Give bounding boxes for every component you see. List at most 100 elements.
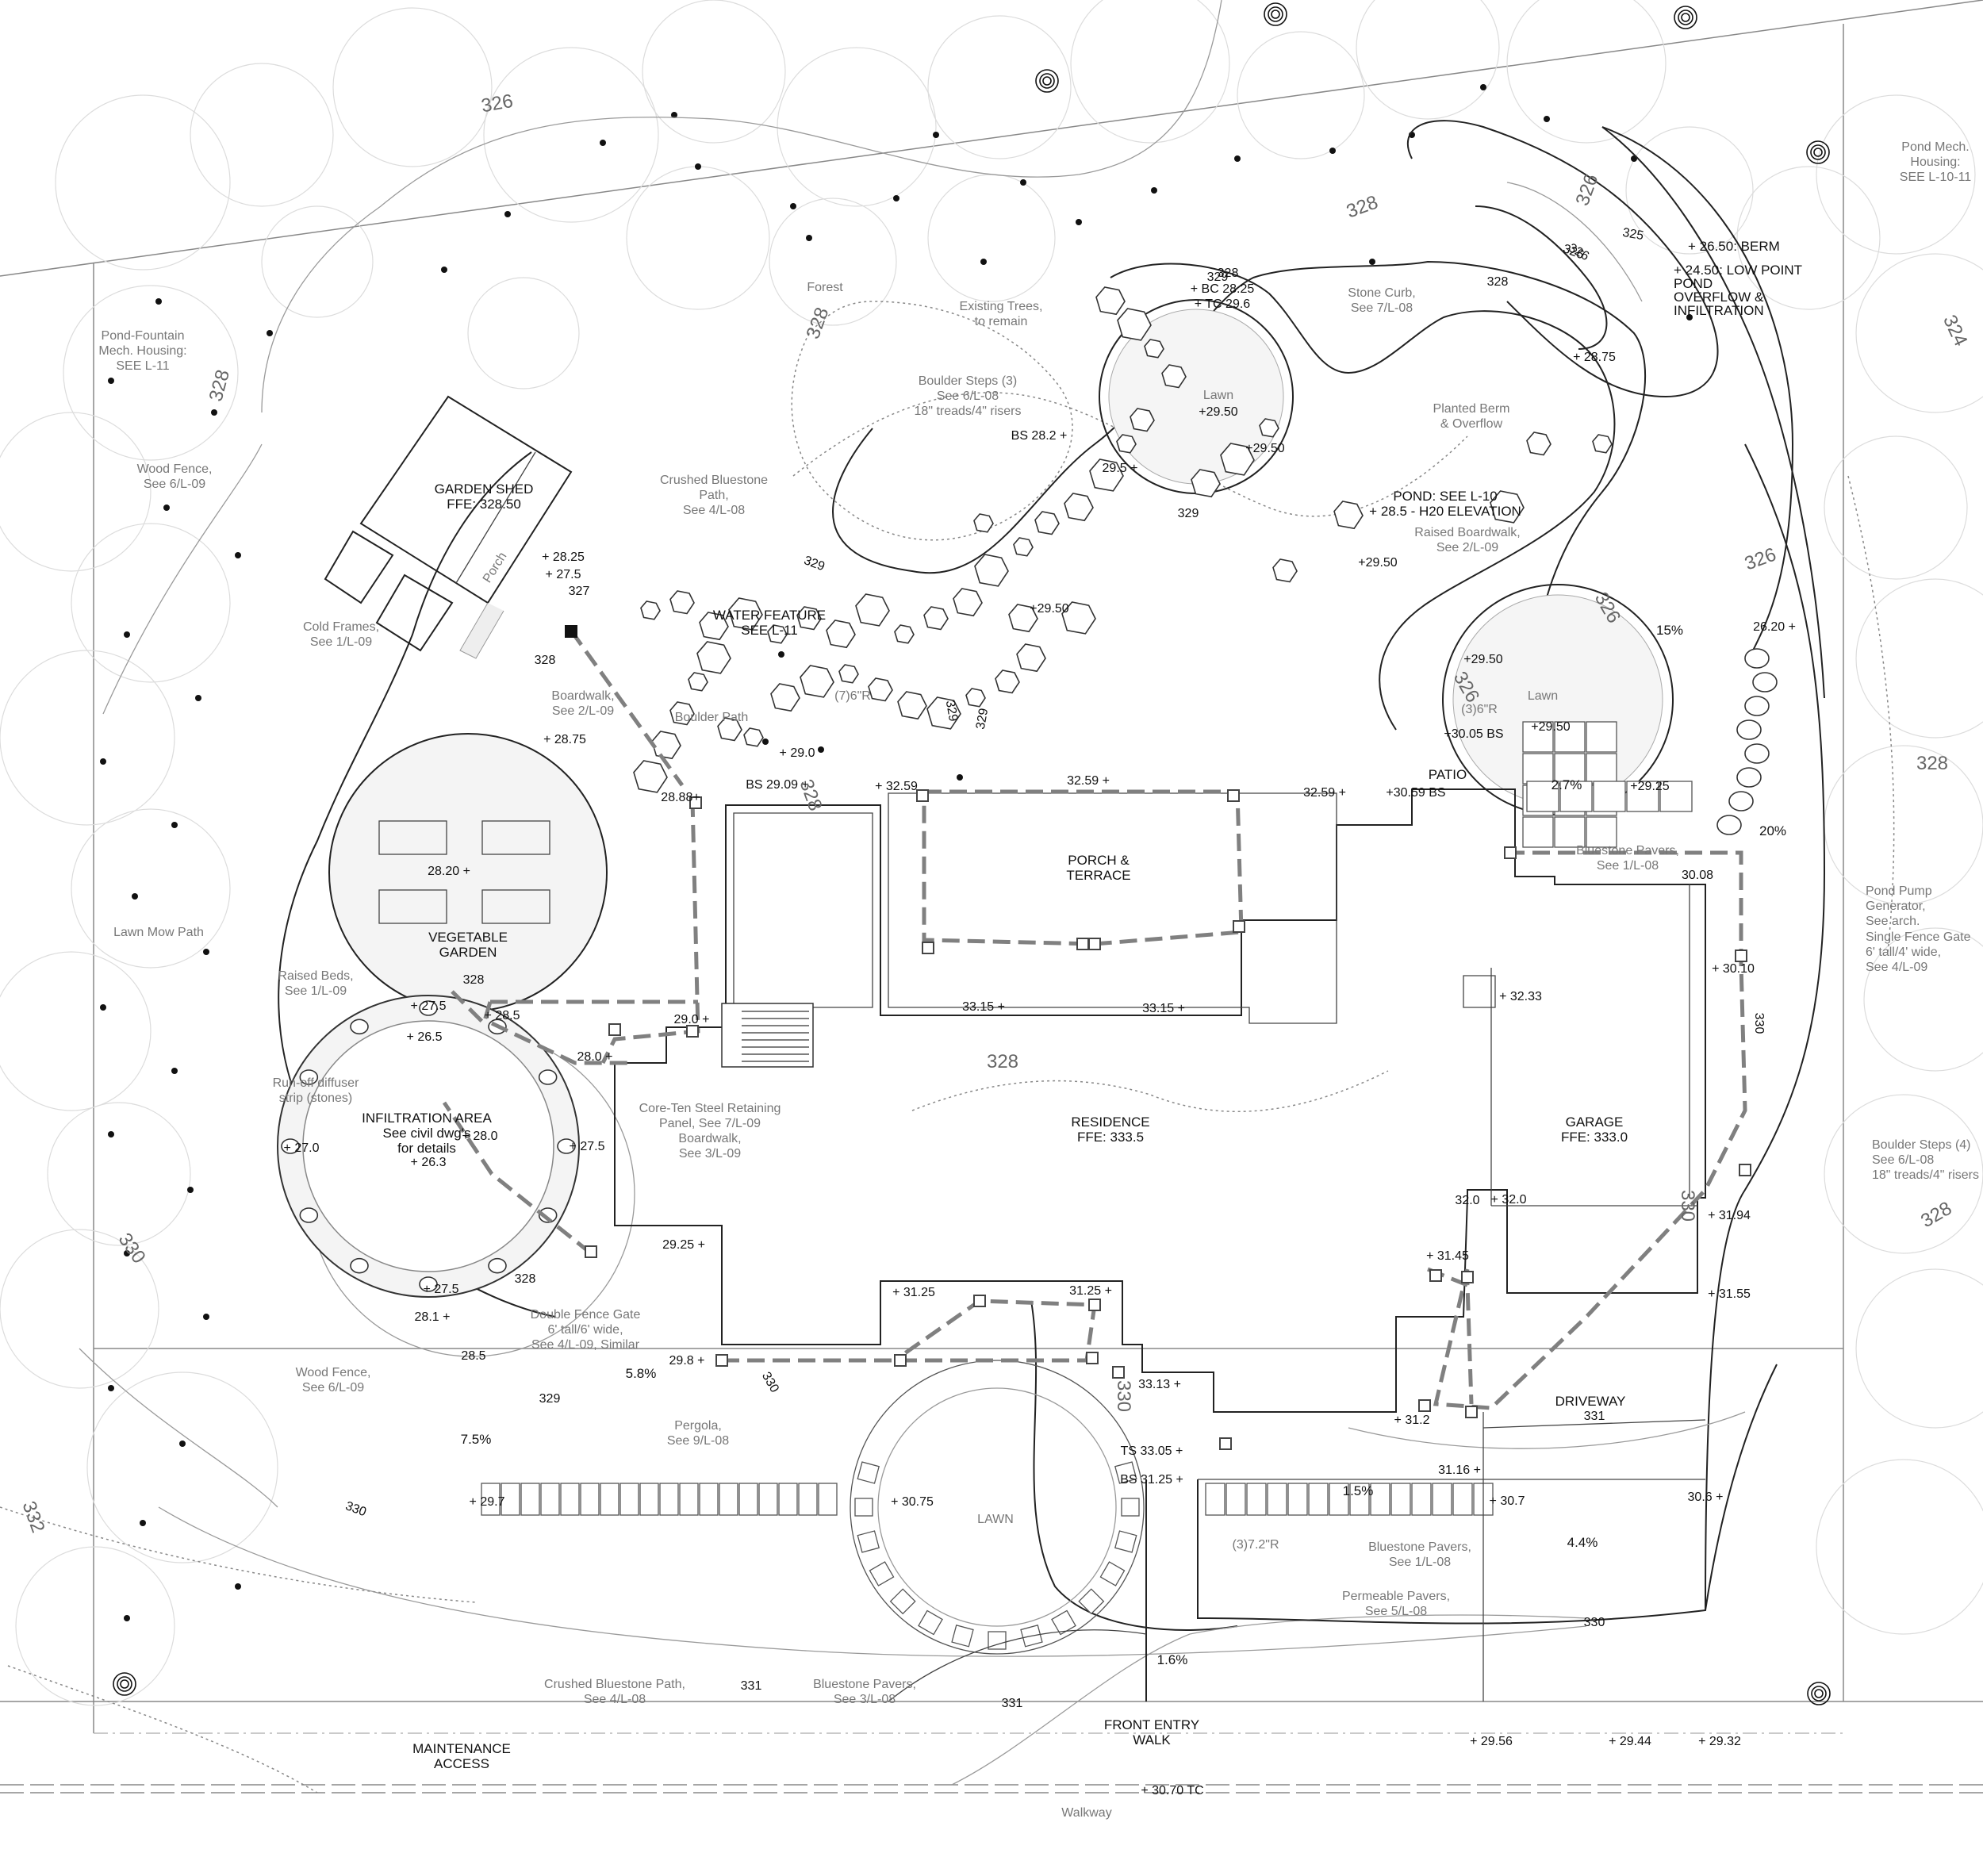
contour-label: 331 — [1584, 1410, 1605, 1423]
tc-elevation: + 30.70 TC — [1141, 1784, 1203, 1797]
spot-elevation: 33.15 + — [962, 1000, 1005, 1014]
spot-elevation: +29.50 — [1199, 405, 1237, 419]
tree-canopy — [47, 1102, 191, 1246]
contour-label: 330 — [1584, 1616, 1605, 1629]
tree-canopy — [1824, 435, 1968, 580]
diffuser-stone — [299, 1069, 319, 1085]
boulder — [965, 688, 986, 708]
forest-label: Forest — [807, 281, 843, 294]
diffuser-stone — [419, 1000, 438, 1016]
post-marker — [1076, 938, 1089, 950]
contour-label: 328 — [1916, 753, 1948, 774]
spot-elevation: 28.0 + — [577, 1050, 613, 1064]
bluestone-paver — [1370, 1483, 1390, 1516]
tree-trunk-dot — [108, 1131, 114, 1137]
tree-canopy — [0, 412, 152, 572]
patio-paver — [1586, 816, 1617, 848]
slope-label: 5.8% — [626, 1366, 657, 1381]
radius-label: (3)6"R — [1461, 703, 1498, 716]
slope-label: 15% — [1656, 623, 1683, 638]
bluestone-paver — [1349, 1483, 1370, 1516]
boulder — [669, 701, 695, 726]
boulder — [1333, 501, 1364, 530]
crushed-bluestone-label: Crushed Bluestone Path,See 4/L-08 — [544, 1678, 685, 1706]
fountain-marker — [565, 625, 577, 638]
post-marker — [922, 942, 934, 954]
boulder — [696, 641, 731, 674]
radius-label: (3)7.2"R — [1232, 1538, 1279, 1552]
bluestone-paver — [1432, 1483, 1452, 1516]
spot-elevation: 33.15 + — [1142, 1002, 1185, 1015]
tree-trunk-dot — [1076, 219, 1082, 225]
diffuser-stone — [538, 1069, 558, 1085]
tree-canopy — [1356, 0, 1500, 120]
contour-label: 329 — [1207, 270, 1229, 284]
spot-elevation: + 32.0 — [1491, 1193, 1527, 1207]
tree-canopy — [0, 1229, 159, 1389]
tree-trunk-dot — [957, 774, 963, 781]
spot-elevation: +29.25 — [1630, 780, 1669, 793]
tree-canopy — [1736, 166, 1881, 310]
permeable-pavers-label: Permeable Pavers,See 5/L-08 — [1342, 1590, 1450, 1618]
tree-trunk-dot — [600, 140, 606, 146]
lawn-label: LAWN — [977, 1513, 1014, 1526]
patio-paver — [1522, 816, 1554, 848]
tree-canopy — [0, 650, 175, 826]
wood-fence-label: Wood Fence,See 6/L-09 — [296, 1366, 371, 1395]
bluestone-paver — [1452, 1483, 1473, 1516]
tree-canopy — [71, 808, 231, 969]
boulder — [1490, 490, 1525, 524]
boulder — [640, 600, 661, 620]
boulder — [1089, 458, 1124, 492]
bluestone-pavers-label: Bluestone Pavers,See 1/L-08 — [1576, 844, 1679, 873]
tree-trunk-dot — [235, 552, 241, 558]
spot-elevation: BS 28.2 + — [1011, 429, 1068, 443]
spot-elevation: + 28.75 — [1573, 351, 1616, 364]
tree-trunk-dot — [171, 822, 178, 828]
planted-berm-label: Planted Berm& Overflow — [1433, 402, 1510, 431]
boulder — [767, 624, 788, 644]
spot-elevation: + 27.0 — [284, 1141, 320, 1155]
tree-trunk-dot — [441, 267, 447, 273]
boulder — [1161, 364, 1187, 389]
bluestone-paver — [540, 1483, 560, 1516]
patio-paver — [1522, 753, 1554, 785]
lawn-label: Lawn — [1528, 689, 1558, 703]
slope-label: 7.5% — [461, 1432, 492, 1447]
pond-mech-label: Pond Mech.Housing:SEE L-10-11 — [1900, 140, 1972, 184]
tree-canopy — [332, 7, 493, 167]
post-marker — [1086, 1352, 1099, 1364]
boardwalk-left — [459, 602, 504, 659]
post-marker — [1418, 1399, 1431, 1412]
tree-trunk-dot — [211, 409, 217, 416]
boulder — [1116, 434, 1137, 454]
spot-elevation: TS 33.05 + — [1121, 1444, 1183, 1458]
post-marker — [608, 1023, 621, 1036]
boulder — [838, 664, 859, 684]
bluestone-paver — [1246, 1483, 1267, 1516]
bluestone-paver — [520, 1483, 540, 1516]
existing-trees — [100, 84, 1693, 1621]
tree-trunk-dot — [893, 195, 899, 201]
tree-trunk-dot — [806, 235, 812, 241]
tree-canopy — [1237, 31, 1365, 159]
diffuser-stone — [299, 1207, 319, 1223]
post-marker — [1465, 1406, 1478, 1418]
tree-trunk-dot — [980, 259, 987, 265]
bluestone-paver — [1287, 1483, 1308, 1516]
tree-trunk-dot — [203, 1314, 209, 1320]
boulder — [1013, 537, 1034, 557]
tree-trunk-dot — [195, 695, 201, 701]
spot-elevation: 33.13 + — [1138, 1378, 1181, 1391]
boulder — [855, 593, 890, 627]
radius-label: (7)6"R — [834, 689, 871, 703]
tree-trunk-dot — [100, 1004, 106, 1011]
post-marker — [1219, 1437, 1232, 1450]
vegetable-garden — [328, 733, 608, 1012]
tree-canopy — [642, 0, 786, 144]
contour-label: 329 — [1178, 507, 1199, 520]
